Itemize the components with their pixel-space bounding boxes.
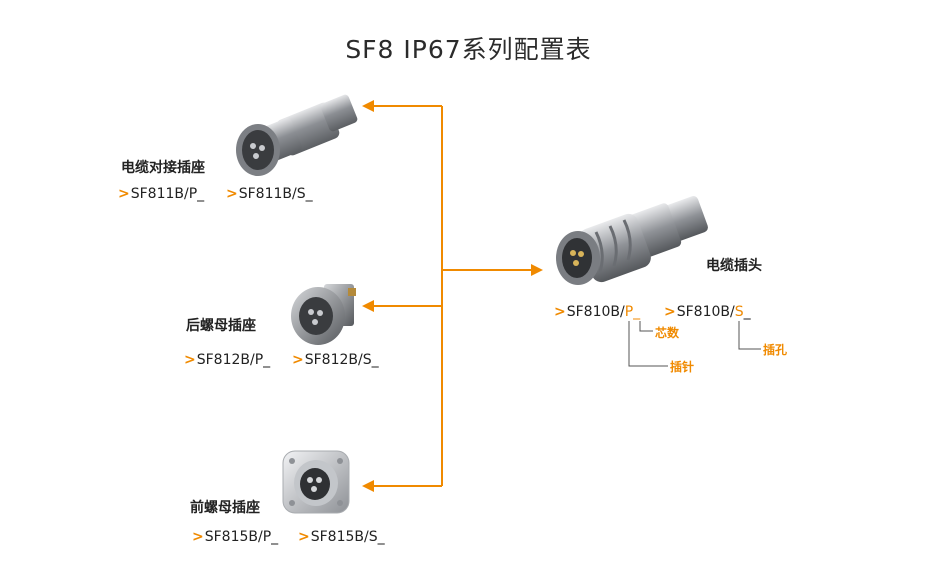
socket-code: S [734,304,744,320]
arrow-marker: > [118,186,130,202]
cable-plug-pn-socket: >SF810B/S_ [664,304,751,320]
arrow-marker: > [292,352,304,368]
legend-cores: 芯数 [655,326,680,340]
cable-receptacle-pn-pin: >SF811B/P_ [118,186,205,202]
arrow-marker: > [298,529,310,545]
pin-code: P [624,304,634,320]
callout-line-cores [639,321,653,332]
rear-nut-receptacle-image [291,284,356,345]
cable-plug-label: 电缆插头 [706,258,762,274]
arrow-head-front-nut [362,480,374,492]
front-nut-receptacle-label: 前螺母插座 [190,500,260,516]
callout-line-pin [628,321,668,367]
cable-receptacle-label: 电缆对接插座 [121,160,205,176]
arrow-head-cable-receptacle [362,100,374,112]
rear-nut-receptacle-pn-pin: >SF812B/P_ [184,352,271,368]
arrow-marker: > [226,186,238,202]
cable-plug-pn-pin: >SF810B/P_ [554,304,641,320]
cable-receptacle-image [236,94,358,176]
callout-line-socket [738,321,761,350]
front-nut-receptacle-pn-pin: >SF815B/P_ [192,529,279,545]
socket-suffix: _ [743,304,751,320]
rear-nut-receptacle-label: 后螺母插座 [186,318,256,334]
arrow-marker: > [664,304,676,320]
legend-pin: 插针 [670,360,695,374]
page-title: SF8 IP67系列配置表 [345,35,592,64]
arrow-head-rear-nut [362,300,374,312]
rear-nut-receptacle-pn-socket: >SF812B/S_ [292,352,379,368]
cable-receptacle-pn-socket: >SF811B/S_ [226,186,313,202]
arrow-marker: > [192,529,204,545]
front-nut-receptacle-pn-socket: >SF815B/S_ [298,529,385,545]
front-nut-receptacle-image [282,450,350,514]
arrow-marker: > [554,304,566,320]
cable-plug-image [556,196,708,285]
arrow-head-cable-plug [531,264,543,276]
arrow-marker: > [184,352,196,368]
legend-socket: 插孔 [763,343,788,357]
pin-suffix: _ [633,304,641,320]
